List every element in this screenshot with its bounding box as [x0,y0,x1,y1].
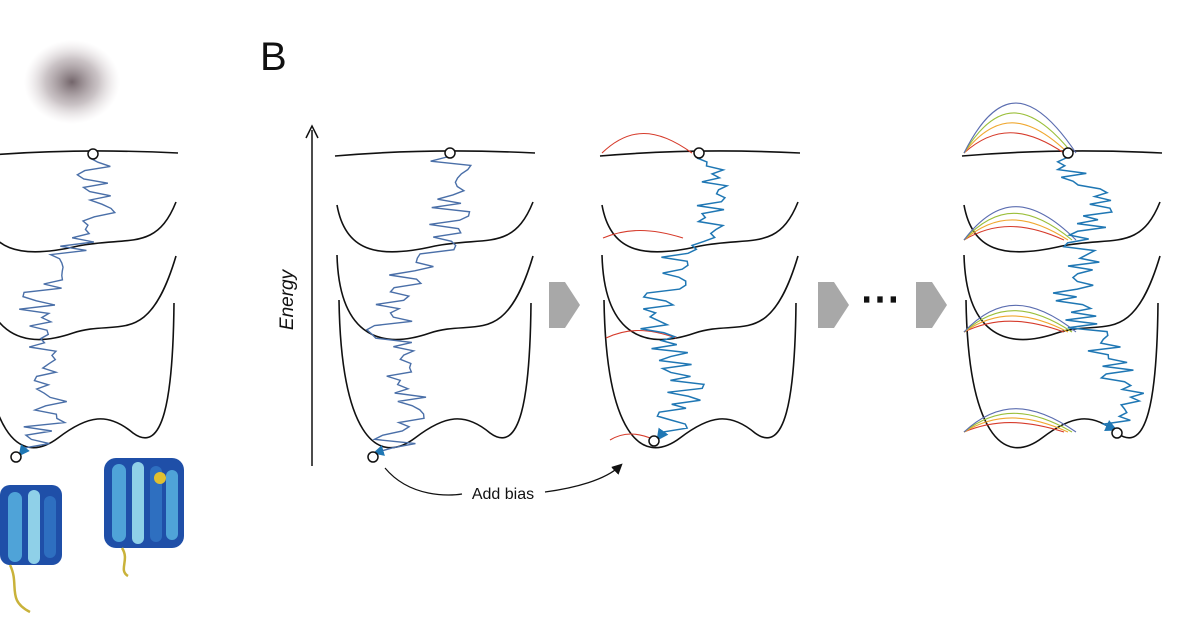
panel-b-column-1 [334,147,536,463]
protein-structure-2 [104,458,184,578]
column-3-ball-top [1062,147,1074,159]
column-2-trajectory [640,157,730,441]
protein-structure-1 [0,485,62,614]
step-arrow-2 [818,282,849,328]
column-2-landscape-2 [601,201,799,253]
panel-a-trajectory [18,157,117,457]
column-3-bias-3-3 [963,310,1073,333]
column-2-bias-1 [601,133,693,154]
panel-a-landscape-1 [0,150,179,156]
column-3-bias-2-1 [963,226,1065,241]
column-3-bias-1-4 [963,102,1077,154]
column-3-trajectory [1052,157,1144,431]
column-1-landscape-4 [338,299,532,449]
conformation-cloud [24,40,120,124]
column-3-landscape-3 [963,254,1161,341]
column-2-bias-3 [605,330,677,339]
add-bias-arrow: Add bias [384,463,623,503]
column-3-bias-2-4 [963,206,1077,241]
column-3-bias-4-3 [963,412,1073,433]
column-3-bias-3-4 [963,304,1077,333]
panel-a-ball-bottom [10,451,22,463]
energy-axis: Energy [277,124,319,466]
column-2-landscape-4 [603,299,797,449]
panel-b-column-3 [961,102,1163,449]
panel-letter: B [260,35,287,79]
column-2-ball-bottom [648,435,660,447]
column-3-bias-3-1 [963,320,1065,333]
panel-a-landscape-2 [0,201,177,253]
column-1-ball-top [444,147,456,159]
column-3-bias-3-2 [963,315,1069,333]
column-3-bias-2-3 [963,212,1073,241]
energy-axis-label: Energy [277,268,298,330]
panel-a [0,40,184,614]
panel-a-landscape-3 [0,255,177,341]
column-1-landscape-1 [334,150,536,157]
column-3-bias-4-4 [963,408,1077,433]
column-3-bias-curves [963,102,1077,433]
column-2-bias-2 [602,229,684,239]
column-1-landscapes [334,150,536,449]
ellipsis: ⋯ [860,277,900,321]
column-1-landscape-2 [336,201,534,253]
add-bias-label: Add bias [472,486,534,503]
column-3-bias-1-3 [963,112,1073,154]
column-3-ball-bottom [1111,427,1123,439]
panel-a-landscape-4 [0,302,175,449]
step-arrow-1 [549,282,580,328]
column-3-bias-4-1 [963,422,1065,433]
column-3-landscape-4 [965,299,1159,449]
column-3-bias-4-2 [963,417,1069,433]
column-3-bias-1-1 [963,132,1065,154]
column-3-bias-1-2 [963,122,1069,154]
column-2-ball-top [693,147,705,159]
step-arrow-3 [916,282,947,328]
column-1-trajectory [365,156,473,456]
column-3-bias-2-2 [963,219,1069,241]
panel-a-landscapes [0,150,179,449]
panel-b-column-2 [599,133,801,449]
column-2-landscapes [599,150,801,449]
panel-a-ball-top [87,148,99,160]
column-2-landscape-3 [601,254,799,341]
column-3-landscape-2 [963,201,1161,253]
column-1-landscape-3 [336,254,534,341]
column-1-ball-bottom [367,451,379,463]
